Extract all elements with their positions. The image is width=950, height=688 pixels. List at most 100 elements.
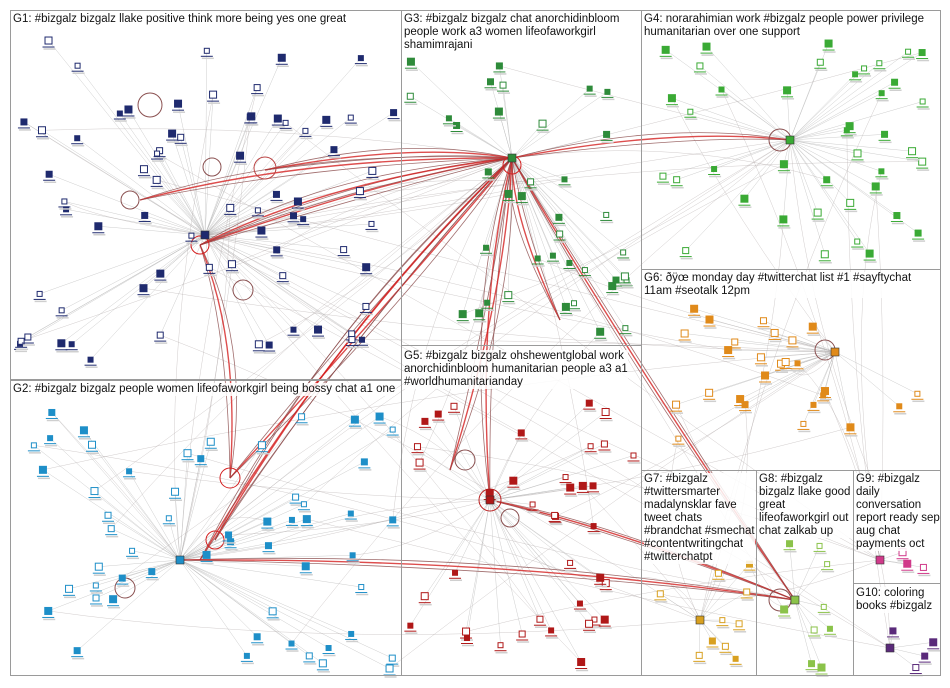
network-node (497, 81, 511, 94)
network-edge (33, 445, 181, 561)
network-node (86, 440, 100, 454)
network-edge (179, 445, 263, 561)
network-edge (71, 234, 206, 345)
network-node (515, 429, 529, 442)
network-edge (39, 234, 206, 295)
network-node (575, 657, 589, 672)
network-node (703, 388, 717, 403)
edges-red-layer (139, 132, 796, 601)
nodes-layer (14, 36, 941, 678)
network-edge (489, 487, 571, 501)
network-node (693, 62, 707, 75)
network-node (36, 465, 50, 480)
network-edge (789, 52, 923, 141)
network-node (783, 540, 797, 553)
network-node (344, 510, 358, 522)
hub-node (175, 555, 185, 565)
hub-node (885, 643, 895, 653)
network-edge (204, 234, 729, 351)
group-label-g9: G9: #bizgalz daily conversation report r… (856, 473, 940, 551)
network-node (240, 652, 254, 665)
network-node (778, 605, 792, 619)
network-edge (204, 194, 277, 236)
network-node (418, 417, 432, 431)
network-node (715, 86, 729, 98)
network-node (502, 189, 516, 204)
network-edge (684, 333, 836, 353)
hub-node (830, 347, 840, 357)
network-edge (789, 92, 882, 141)
network-node (224, 203, 238, 218)
hub-node (200, 230, 210, 240)
network-edge (179, 559, 258, 637)
network-edge (204, 130, 306, 236)
network-edge (794, 599, 831, 629)
network-edge (204, 122, 286, 236)
network-node (873, 60, 887, 72)
group-panel-g5 (401, 345, 642, 676)
network-node (786, 336, 800, 350)
network-node (851, 149, 865, 163)
network-edge (204, 155, 241, 236)
network-edge-strong (199, 157, 513, 246)
group-label-g4: G4: norarahimian work #bizgalz people po… (644, 13, 924, 39)
network-edge (489, 499, 533, 505)
network-node (679, 247, 693, 260)
network-node (502, 291, 516, 305)
network-node (481, 299, 495, 311)
network-node (807, 401, 821, 414)
network-node (618, 272, 632, 286)
network-node (729, 655, 743, 668)
network-node (312, 325, 326, 339)
network-node (42, 36, 56, 50)
network-edge (204, 201, 299, 236)
network-node (808, 626, 822, 639)
network-node (234, 151, 248, 165)
network-edge (159, 150, 206, 236)
network-node (516, 630, 530, 643)
network-node (88, 487, 102, 501)
network-node (303, 652, 317, 665)
network-node (552, 213, 566, 227)
network-edge (813, 351, 836, 406)
network-node (261, 517, 275, 531)
network-node (886, 627, 900, 640)
network-node (42, 606, 56, 621)
network-edge (489, 499, 541, 620)
network-edge (774, 332, 836, 353)
network-node (44, 435, 58, 447)
network-node (449, 569, 463, 582)
group-label-g3: G3: #bizgalz bizgalz chat anorchidinbloo… (404, 13, 620, 52)
network-node (92, 562, 106, 576)
network-node (844, 198, 858, 213)
network-edge-strong (511, 135, 791, 159)
network-node (515, 192, 529, 206)
network-node (524, 178, 538, 191)
network-edge (179, 559, 329, 649)
network-node (181, 449, 195, 463)
network-node (875, 90, 889, 102)
network-edge (66, 209, 206, 236)
network-edge (889, 647, 916, 668)
network-edge (303, 139, 791, 505)
network-node (255, 441, 269, 455)
network-node (617, 249, 631, 261)
network-node (600, 211, 614, 224)
network-edge (64, 201, 206, 236)
network-node (869, 182, 883, 196)
network-edge (129, 471, 491, 501)
network-node (598, 615, 612, 629)
network-node (494, 642, 508, 654)
network-node (27, 442, 41, 454)
network-edge (204, 234, 260, 345)
network-edge (728, 349, 836, 353)
network-node (297, 501, 311, 513)
network-node (200, 47, 214, 60)
network-edge (204, 50, 208, 236)
network-edge (352, 499, 491, 556)
network-edge (180, 137, 206, 236)
network-edge (699, 591, 747, 621)
network-edge (794, 599, 824, 608)
network-node (84, 356, 98, 368)
